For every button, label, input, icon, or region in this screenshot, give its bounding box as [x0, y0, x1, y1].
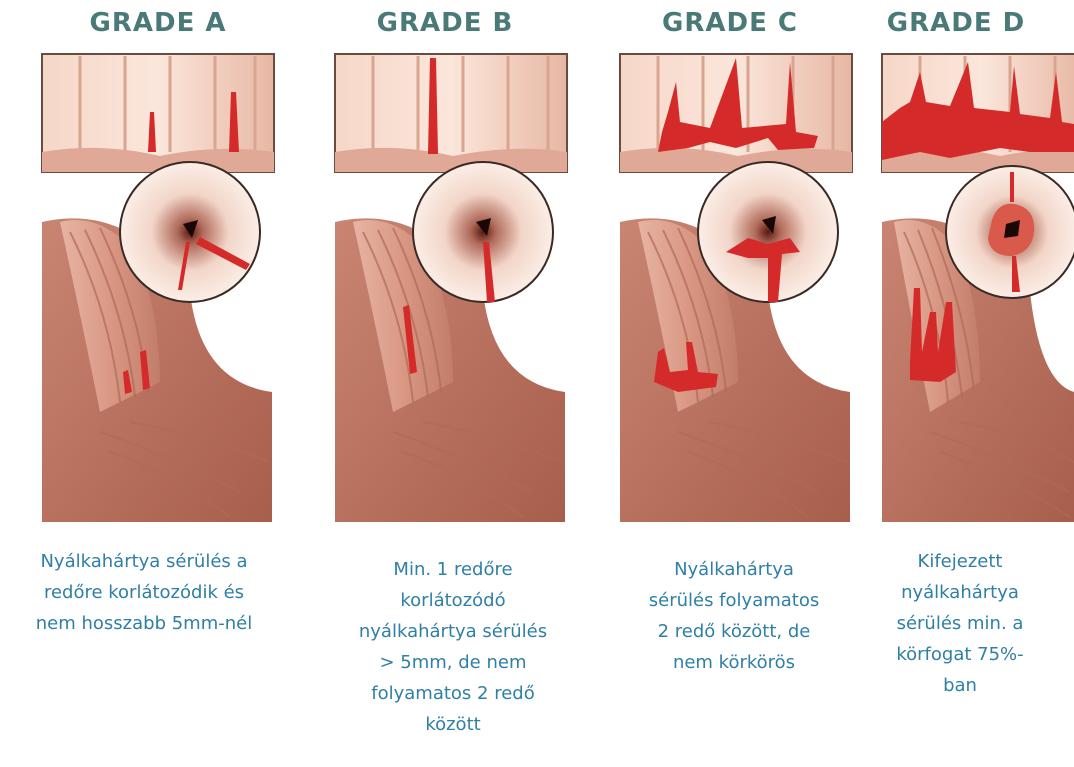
caption-line: > 5mm, de nem: [313, 647, 593, 678]
caption-line: korlátozódó: [313, 585, 593, 616]
grade-c-column: GRADE C Nyálkahártya sérülés folyamatos …: [590, 0, 870, 767]
caption-line: nem hosszabb 5mm-nél: [4, 608, 284, 639]
grade-c-illustration: [618, 52, 858, 528]
grade-a-caption: Nyálkahártya sérülés a redőre korlátozód…: [4, 546, 284, 639]
grade-d-illustration: [880, 52, 1074, 528]
caption-line: körfogat 75%-: [858, 639, 1062, 670]
caption-line: Nyálkahártya sérülés a: [4, 546, 284, 577]
grade-d-title: GRADE D: [854, 8, 1058, 38]
grade-d-column: GRADE D Kifejezett nyálkahártya sérülés …: [870, 0, 1074, 767]
caption-line: redőre korlátozódik és: [4, 577, 284, 608]
grade-d-caption: Kifejezett nyálkahártya sérülés min. a k…: [858, 546, 1062, 701]
caption-line: Nyálkahártya: [594, 554, 874, 585]
grade-a-title: GRADE A: [18, 8, 298, 38]
grade-b-title: GRADE B: [305, 8, 585, 38]
caption-line: között: [313, 709, 593, 740]
caption-line: 2 redő között, de: [594, 616, 874, 647]
caption-line: sérülés min. a: [858, 608, 1062, 639]
grade-b-illustration: [333, 52, 573, 528]
caption-line: folyamatos 2 redő: [313, 678, 593, 709]
caption-line: nem körkörös: [594, 647, 874, 678]
caption-line: nyálkahártya sérülés: [313, 616, 593, 647]
grade-a-column: GRADE A Nyálkahártya sérülés a redőre ko…: [18, 0, 298, 767]
caption-line: Kifejezett: [858, 546, 1062, 577]
endoscopic-view-circle: [413, 162, 553, 302]
grade-c-caption: Nyálkahártya sérülés folyamatos 2 redő k…: [594, 554, 874, 678]
grade-b-caption: Min. 1 redőre korlátozódó nyálkahártya s…: [313, 554, 593, 740]
caption-line: ban: [858, 670, 1062, 701]
grade-b-column: GRADE B Min. 1 redőre korlátozódó nyálka…: [305, 0, 585, 767]
grade-c-title: GRADE C: [590, 8, 870, 38]
grade-a-illustration: [40, 52, 280, 528]
caption-line: nyálkahártya: [858, 577, 1062, 608]
caption-line: sérülés folyamatos: [594, 585, 874, 616]
caption-line: Min. 1 redőre: [313, 554, 593, 585]
